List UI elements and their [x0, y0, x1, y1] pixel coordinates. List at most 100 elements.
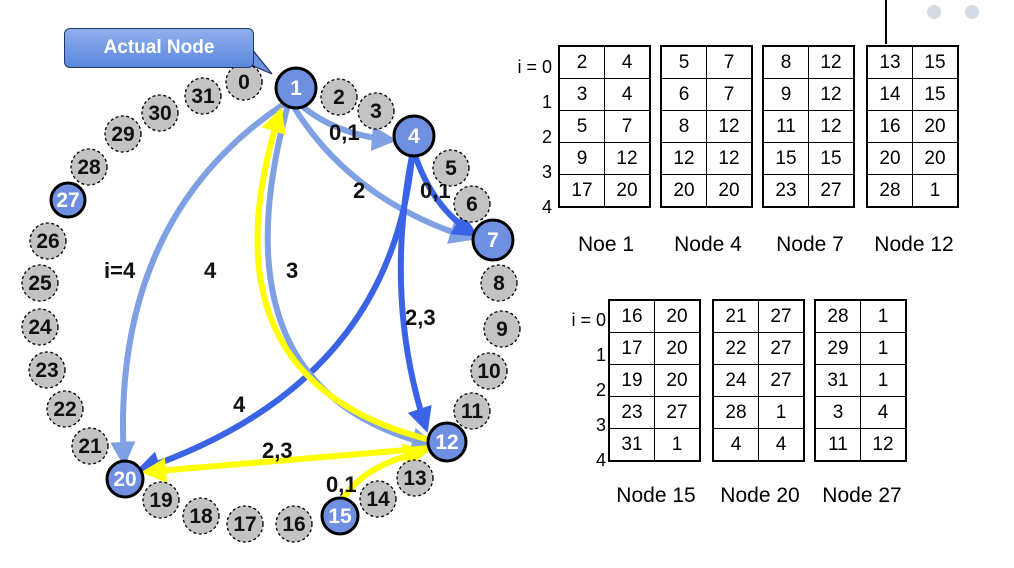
ring-node-30: 30 [141, 94, 179, 132]
index-label: 1 [541, 92, 552, 112]
finger-cell: 1 [860, 332, 907, 365]
ring-node-label: 5 [445, 157, 457, 180]
finger-cell: 4 [712, 428, 759, 462]
finger-cell: 27 [808, 174, 855, 208]
ring-node-label: 29 [111, 123, 134, 146]
inactive-node-circle [359, 480, 397, 518]
index-label: 4 [541, 197, 552, 217]
inactive-node-circle [142, 481, 180, 519]
finger-cell: 29 [814, 332, 861, 365]
finger-table-caption: Noe 1 [577, 233, 635, 256]
ring-node-25: 25 [21, 264, 59, 302]
ring-node-label: 0 [238, 71, 250, 94]
finger-cell: 15 [762, 142, 809, 175]
finger-cell: 13 [866, 45, 913, 79]
finger-cell: 27 [758, 299, 805, 333]
finger-cell: 1 [912, 174, 959, 208]
finger-cell: 1 [758, 396, 805, 429]
ring-node-label: 11 [461, 400, 484, 423]
finger-cell: 16 [866, 110, 913, 143]
inactive-node-circle [226, 505, 264, 543]
inactive-node-circle [70, 148, 108, 186]
ring-node-label: 8 [493, 272, 505, 295]
finger-cell: 6 [660, 78, 707, 111]
ring-node-15: 15 [320, 496, 360, 536]
finger-cell: 8 [660, 110, 707, 143]
finger-cell: 12 [860, 428, 907, 462]
ring-node-label: 25 [28, 272, 52, 295]
index-label: 1 [595, 345, 606, 365]
ring-node-label: 14 [366, 488, 390, 511]
index-label: 2 [595, 380, 606, 400]
ring-node-11: 11 [453, 392, 491, 430]
ring-node-24: 24 [21, 308, 59, 346]
inactive-node-circle [320, 78, 358, 116]
inactive-node-circle [104, 115, 142, 153]
ring-node-0: 0 [225, 63, 263, 101]
ring-node-label: 2 [333, 86, 345, 109]
edge-label-1-12: 3 [286, 258, 298, 283]
finger-cell: 12 [808, 110, 855, 143]
edge-1-to-7-light [289, 102, 475, 244]
ring-node-label: 10 [477, 360, 500, 383]
ring-node-label: 9 [496, 318, 508, 341]
finger-table-caption: Node 12 [874, 233, 954, 256]
decor-dot-1 [927, 5, 941, 19]
finger-cell: 23 [608, 396, 655, 429]
index-label: i = 0 [571, 310, 606, 330]
edge-1-to-12 [264, 104, 437, 453]
inactive-node-circle [141, 94, 179, 132]
inactive-node-circle [46, 390, 84, 428]
ring-node-5: 5 [432, 149, 470, 187]
ring-node-8: 8 [480, 264, 518, 302]
index-label: 3 [541, 162, 552, 182]
finger-cell: 3 [558, 78, 605, 111]
finger-cell: 20 [912, 142, 959, 175]
finger-cell: 4 [604, 78, 651, 111]
inactive-node-circle [453, 185, 491, 223]
ring-node-4: 4 [392, 114, 436, 158]
finger-cell: 16 [608, 299, 655, 333]
inactive-node-circle [182, 497, 220, 535]
ring-node-31: 31 [184, 77, 222, 115]
ring-node-label: 23 [35, 359, 58, 382]
finger-cell: 15 [912, 78, 959, 111]
finger-cell: 9 [558, 142, 605, 175]
active-node-circle [274, 66, 318, 110]
finger-cell: 27 [758, 332, 805, 365]
ring-node-20: 20 [105, 459, 145, 499]
ring-node-label: 18 [189, 505, 213, 528]
ring-node-1: 1 [274, 66, 318, 110]
finger-cell: 17 [558, 174, 605, 208]
ring-node-14: 14 [359, 480, 397, 518]
finger-cell: 20 [654, 299, 701, 333]
top-index-column: i = 0 1 2 3 4 [500, 50, 552, 225]
ring-node-label: 1 [290, 77, 302, 100]
ring-node-7: 7 [471, 218, 515, 262]
ring-node-21: 21 [71, 427, 109, 465]
finger-cell: 27 [654, 396, 701, 429]
ring-node-19: 19 [142, 481, 180, 519]
finger-cell: 21 [712, 299, 759, 333]
finger-table-caption: Node 15 [616, 484, 696, 507]
ring-node-13: 13 [396, 459, 434, 497]
finger-cell: 15 [808, 142, 855, 175]
bottom-index-column: i = 0 1 2 3 4 [556, 303, 606, 478]
ring-node-label: 30 [148, 102, 171, 125]
